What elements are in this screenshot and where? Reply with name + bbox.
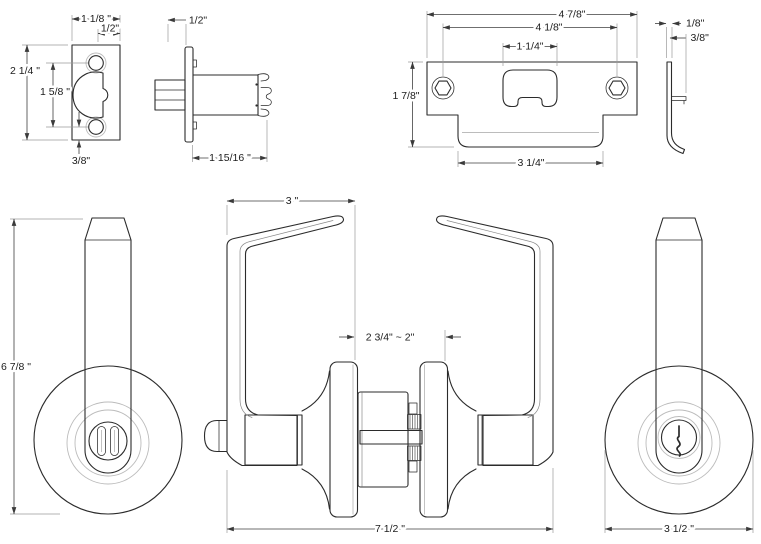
lock-chassis bbox=[357, 391, 409, 488]
turn-button-bar-left bbox=[97, 426, 106, 456]
dim-strike-tab-width: 3 1/4" bbox=[517, 157, 544, 169]
dim-door-thickness-range: 2 3/4" ~ 2" bbox=[366, 332, 415, 344]
dim-rose-diameter: 3 1/2 " bbox=[664, 523, 694, 535]
strike-plate-side-view: 1/8" 3/8" bbox=[655, 15, 712, 155]
strike-plate-front-view: 4 7/8" 4 1/8" 1 1/4" 1 7/8" 3 1/4" bbox=[390, 6, 638, 172]
keyway-slot bbox=[676, 425, 682, 457]
chassis-tab-top bbox=[408, 402, 418, 415]
dim-latch-body-length: 1 15/16 " bbox=[209, 152, 251, 164]
dim-faceplate-height: 2 1/4 " bbox=[10, 65, 40, 77]
dim-lever-length: 3 " bbox=[286, 195, 299, 207]
right-rose-trumpet bbox=[447, 370, 477, 510]
left-rose-trumpet bbox=[301, 370, 331, 510]
dim-faceplate-width: 1 1/8 " bbox=[81, 13, 111, 25]
exterior-lever-view: 3 1/2 " bbox=[604, 217, 754, 538]
exterior-lever-handle bbox=[655, 217, 703, 474]
strike-screw-hole-right bbox=[605, 76, 629, 100]
assembly-front-view: 3 " 2 3/4" ~ 2" 7 1/2 " bbox=[203, 193, 554, 538]
right-lever-handle bbox=[435, 215, 554, 467]
latch-faceplate-front-view: 1 1/8 " 1/2" 2 1/4 " 1 5/8 " 3/8" bbox=[8, 11, 122, 170]
strike-lip-tab bbox=[671, 96, 687, 105]
strike-screw-hole-left bbox=[431, 76, 455, 100]
strike-side-profile bbox=[666, 61, 686, 155]
screw-hole-bottom bbox=[88, 119, 104, 135]
strike-plate-outline bbox=[426, 61, 638, 148]
latch-bolt bbox=[154, 79, 186, 111]
dim-strike-thickness: 1/8" bbox=[686, 18, 705, 30]
left-lever-handle bbox=[226, 215, 345, 467]
latch-clip-bottom bbox=[257, 108, 270, 117]
latch-body bbox=[192, 74, 259, 116]
latch-bolt-cutout bbox=[72, 71, 109, 119]
interior-lever-view: 6 7/8 " bbox=[0, 217, 183, 515]
push-button bbox=[203, 419, 228, 453]
hex-screw-left bbox=[434, 80, 452, 96]
dim-strike-height: 1 7/8" bbox=[392, 90, 419, 102]
key-cylinder bbox=[660, 419, 698, 456]
interior-lever-handle bbox=[84, 217, 132, 474]
latch-bolt-side-view: 1/2" 1 15/16 " bbox=[154, 12, 272, 167]
threaded-post-bottom bbox=[407, 445, 422, 461]
strike-latch-opening bbox=[502, 69, 558, 108]
dim-faceplate-cutout: 1/2" bbox=[101, 23, 120, 35]
faceplate-outline bbox=[71, 44, 121, 141]
right-hub bbox=[477, 414, 534, 466]
dim-faceplate-hole-spacing: 1 5/8 " bbox=[40, 86, 70, 98]
exterior-rose bbox=[604, 365, 754, 515]
hex-screw-right bbox=[608, 80, 626, 96]
dim-faceplate-edge-offset: 3/8" bbox=[72, 155, 91, 167]
privacy-turn-face bbox=[88, 421, 128, 461]
dim-strike-lip: 3/8" bbox=[691, 32, 710, 44]
dim-assembly-width: 7 1/2 " bbox=[375, 523, 405, 535]
dim-strike-opening: 1 1/4" bbox=[516, 41, 543, 53]
turn-button-bar-right bbox=[110, 426, 119, 456]
threaded-post-top bbox=[407, 414, 422, 430]
chassis-tab-bottom bbox=[408, 460, 418, 473]
screw-hole-top bbox=[88, 55, 104, 71]
right-rose-rim bbox=[419, 361, 449, 518]
dim-lever-height: 6 7/8 " bbox=[1, 361, 31, 373]
left-hub bbox=[244, 414, 303, 466]
latch-clip-middle bbox=[260, 87, 272, 106]
dim-latch-throw: 1/2" bbox=[189, 15, 208, 27]
spindle-bar bbox=[359, 429, 423, 445]
latch-faceplate-edge bbox=[184, 46, 194, 143]
latch-clip-top bbox=[257, 73, 270, 82]
dim-strike-width: 4 7/8" bbox=[558, 9, 585, 21]
dim-strike-hole-spacing: 4 1/8" bbox=[535, 22, 562, 34]
interior-rose bbox=[33, 365, 183, 515]
